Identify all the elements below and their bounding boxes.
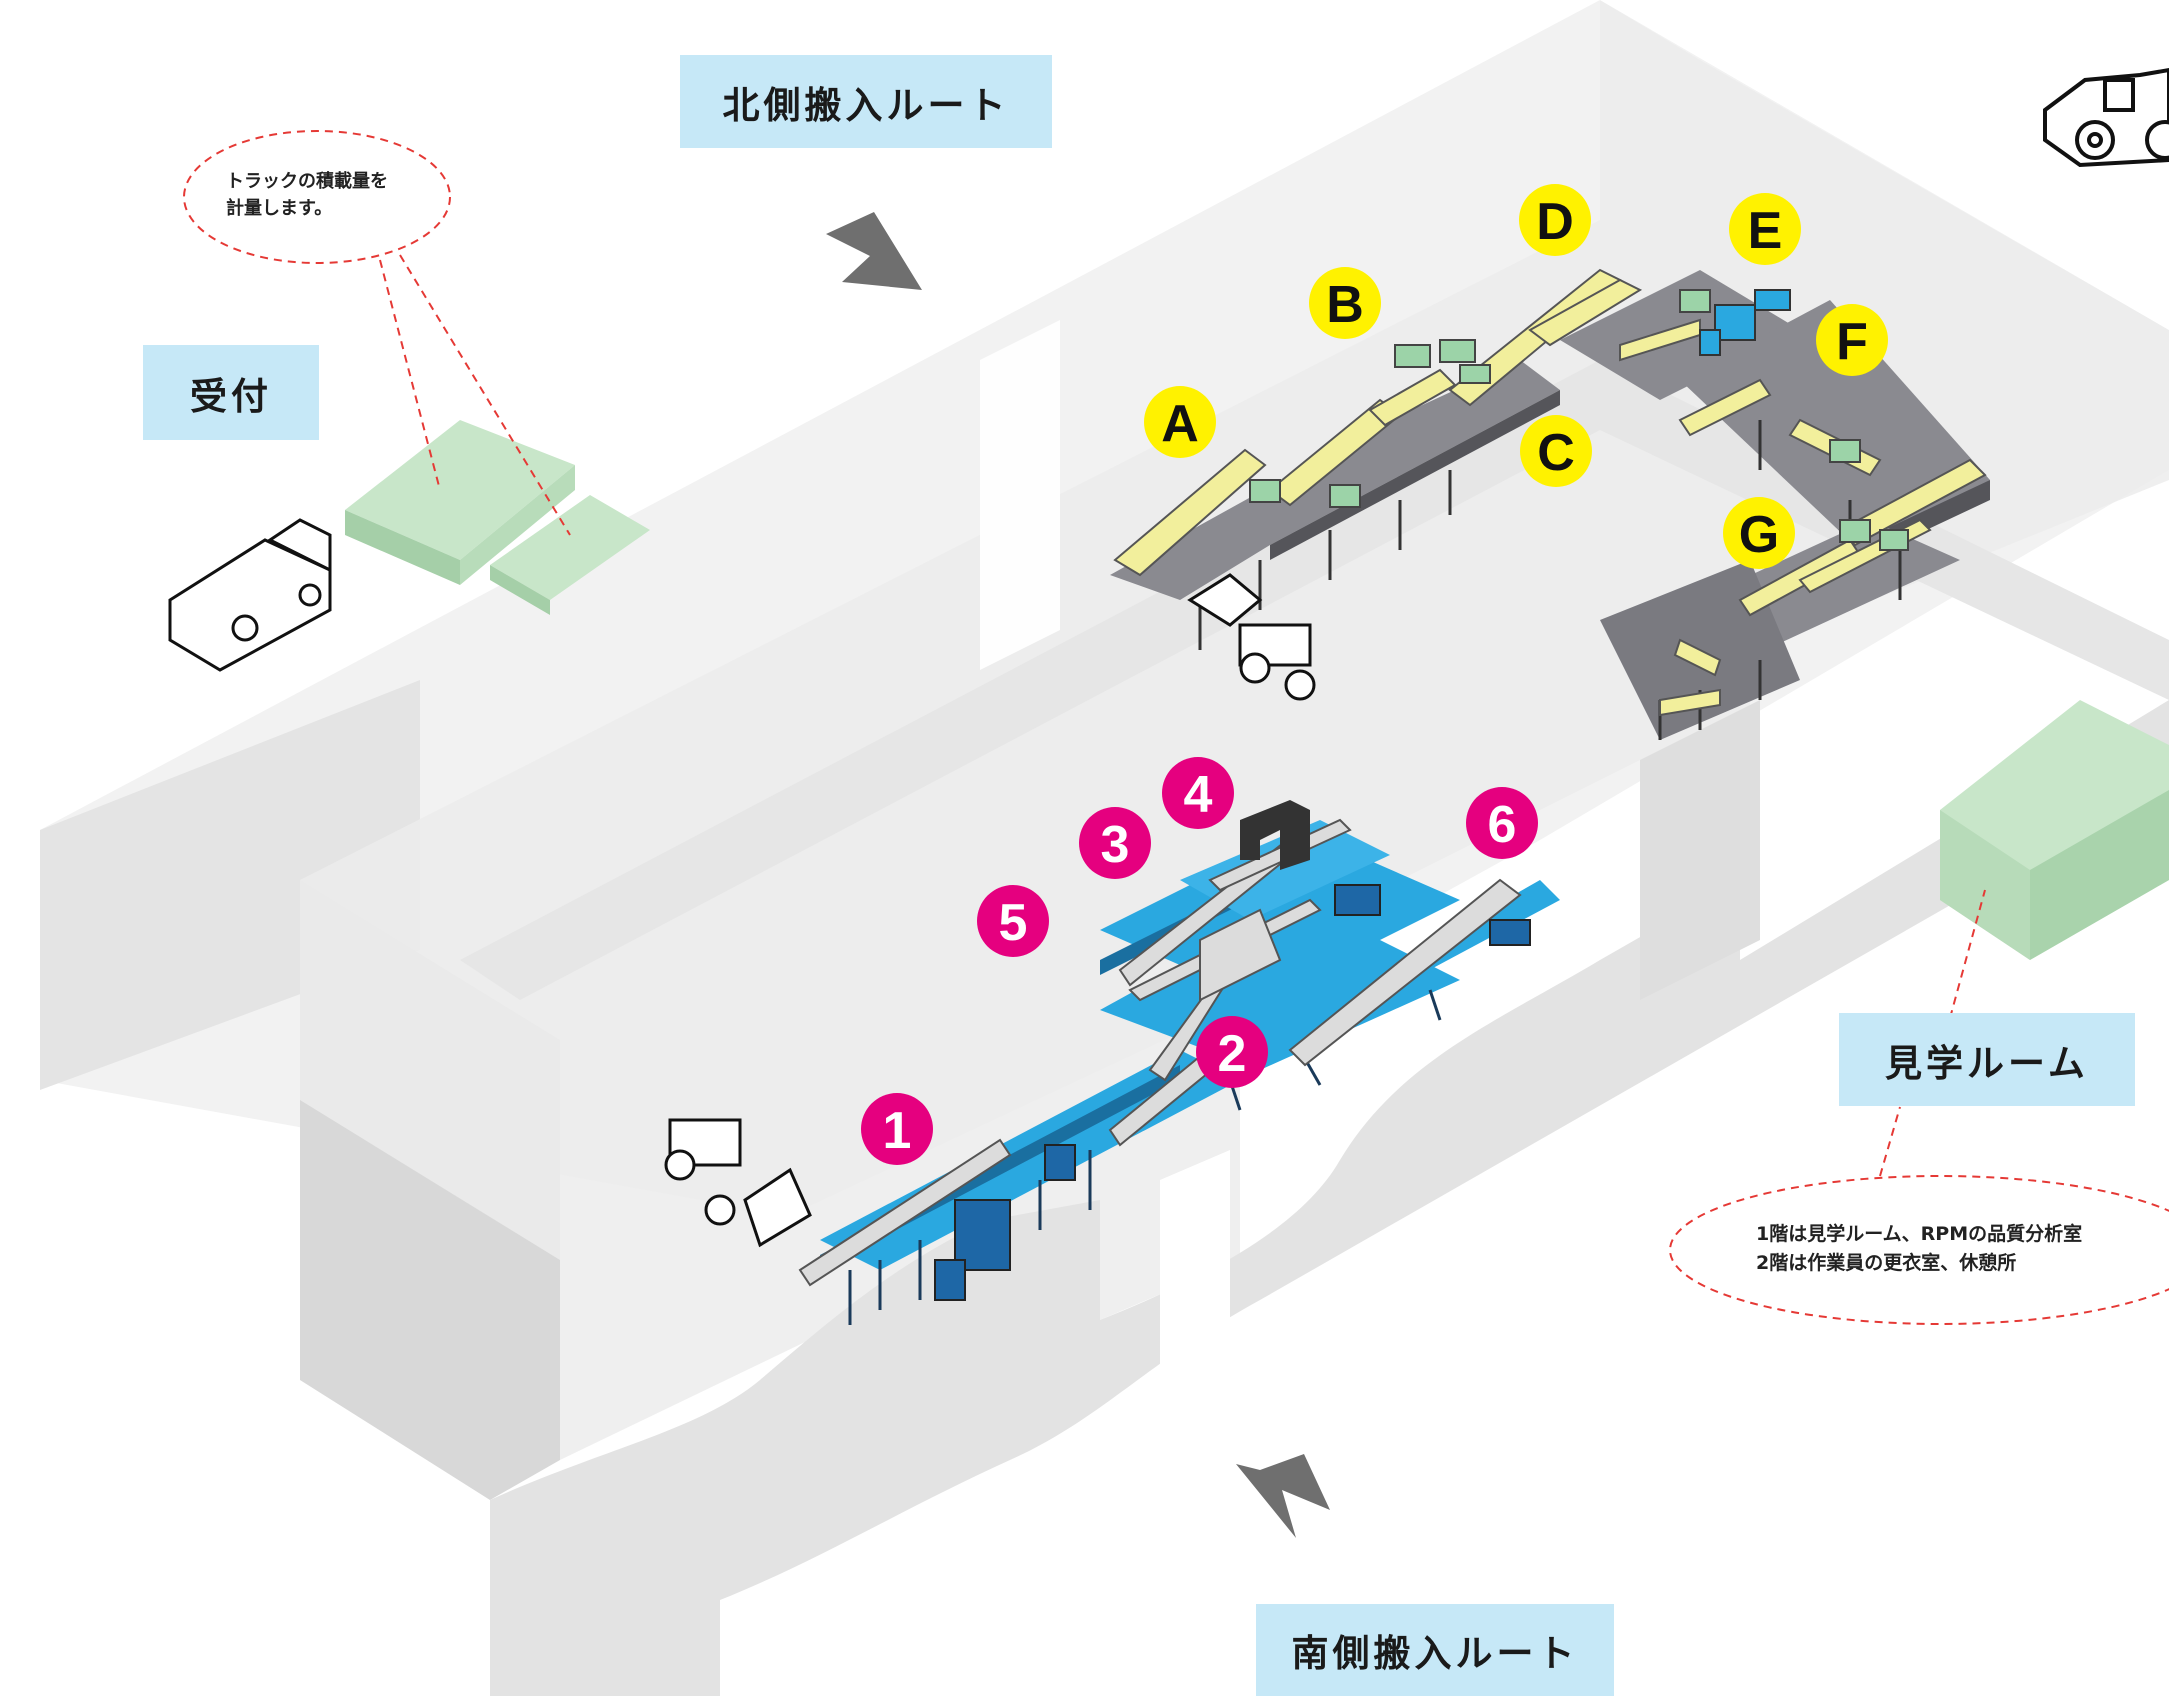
magenta-markers: 1 2 3 4 5 6 [861, 757, 1538, 1165]
south-route-label: 南側搬入ルート [1256, 1604, 1614, 1696]
marker-label: A [1161, 395, 1199, 453]
marker-3: 3 [1079, 807, 1151, 879]
marker-label: B [1326, 276, 1364, 334]
marker-label: 1 [883, 1102, 912, 1160]
marker-5: 5 [977, 885, 1049, 957]
wheel-loader-icon [664, 1118, 812, 1248]
marker-4: 4 [1162, 757, 1234, 829]
route-arrow-icon [1236, 1454, 1330, 1538]
marker-d: D [1519, 184, 1591, 256]
weighbridge-callout [183, 130, 451, 264]
marker-label: 2 [1218, 1025, 1247, 1083]
marker-label: D [1536, 193, 1574, 251]
marker-c: C [1520, 415, 1592, 487]
yellow-markers: A B C D E F G [1144, 184, 1888, 569]
north-route-label: 北側搬入ルート [680, 55, 1052, 148]
marker-label: G [1739, 506, 1779, 564]
truck-icon [168, 518, 332, 672]
marker-label: 6 [1488, 796, 1517, 854]
weighbridge-note: トラックの積載量を 計量します。 [226, 168, 388, 222]
marker-e: E [1729, 193, 1801, 265]
floor-info-line2: 2階は作業員の更衣室、休憩所 [1756, 1251, 2017, 1274]
marker-label: F [1836, 313, 1868, 371]
marker-label: E [1748, 202, 1783, 260]
weighbridge-blocks [345, 420, 650, 615]
weighbridge-2 [490, 495, 650, 600]
marker-label: 4 [1184, 766, 1213, 824]
blue-line-machinery [798, 800, 1560, 1325]
marker-b: B [1309, 267, 1381, 339]
marker-1: 1 [861, 1093, 933, 1165]
marker-label: 5 [999, 894, 1028, 952]
marker-f: F [1816, 304, 1888, 376]
yellow-line-machinery [1110, 268, 1990, 740]
floor-info-line1: 1階は見学ルーム、RPMの品質分析室 [1756, 1223, 2083, 1245]
marker-label: C [1537, 424, 1575, 482]
marker-2: 2 [1196, 1016, 1268, 1088]
marker-a: A [1144, 386, 1216, 458]
route-arrow-icon [826, 212, 922, 290]
weighbridge-note-line2: 計量します。 [226, 198, 333, 219]
callout-lines [183, 130, 2169, 1325]
visitor-room-label: 見学ルーム [1839, 1013, 2135, 1106]
reception-label: 受付 [143, 345, 319, 440]
weighbridge-1 [345, 420, 575, 560]
wheel-loader-icon [1187, 573, 1316, 701]
marker-label: 3 [1101, 816, 1130, 874]
visitor-building [1940, 700, 2169, 960]
floor-info-note: 1階は見学ルーム、RPMの品質分析室 2階は作業員の更衣室、休憩所 [1756, 1220, 2082, 1277]
marker-g: G [1723, 497, 1795, 569]
marker-6: 6 [1466, 787, 1538, 859]
weighbridge-note-line1: トラックの積載量を [226, 171, 388, 192]
wheel-loader-icon [2043, 67, 2169, 168]
